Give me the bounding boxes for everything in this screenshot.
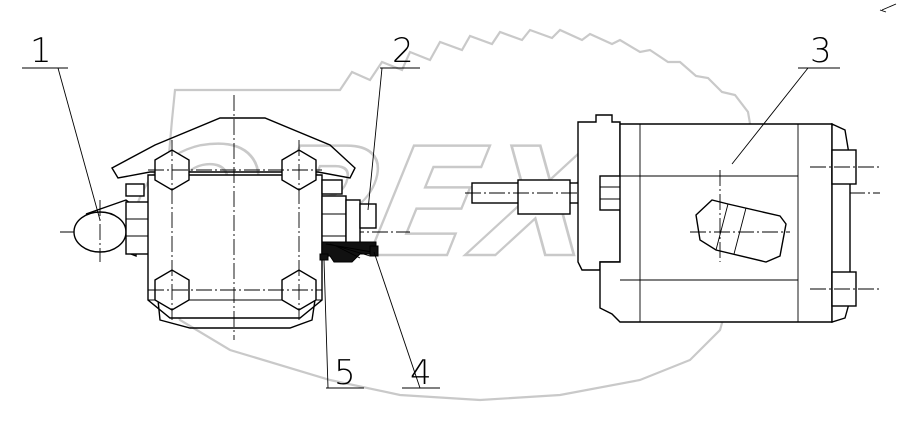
callouts: 1 2 3 4 5 <box>30 31 832 393</box>
pump-upper-flange <box>111 117 356 179</box>
callout-2: 2 <box>392 31 414 71</box>
callout-1: 1 <box>30 31 52 71</box>
part-3-motor <box>465 114 880 323</box>
top-tab-left <box>125 183 145 197</box>
top-tab-right <box>321 179 343 195</box>
part-1-elbow-fitting <box>73 199 151 262</box>
adapter-nipple <box>359 203 377 229</box>
leader-lines <box>22 67 840 389</box>
watermark-gear-outline <box>163 28 754 402</box>
callout-3: 3 <box>810 31 832 71</box>
pump-lower-flange <box>157 299 316 329</box>
seal-ring-5 <box>319 253 329 261</box>
part-4-5-section <box>319 241 379 263</box>
callout-5: 5 <box>334 353 356 393</box>
corner-mark <box>879 3 897 13</box>
callout-4: 4 <box>410 353 432 393</box>
shaft-coupling <box>517 179 571 215</box>
elbow-nut <box>125 201 151 255</box>
seal-ring-4 <box>369 245 379 257</box>
pump-body <box>111 95 356 340</box>
